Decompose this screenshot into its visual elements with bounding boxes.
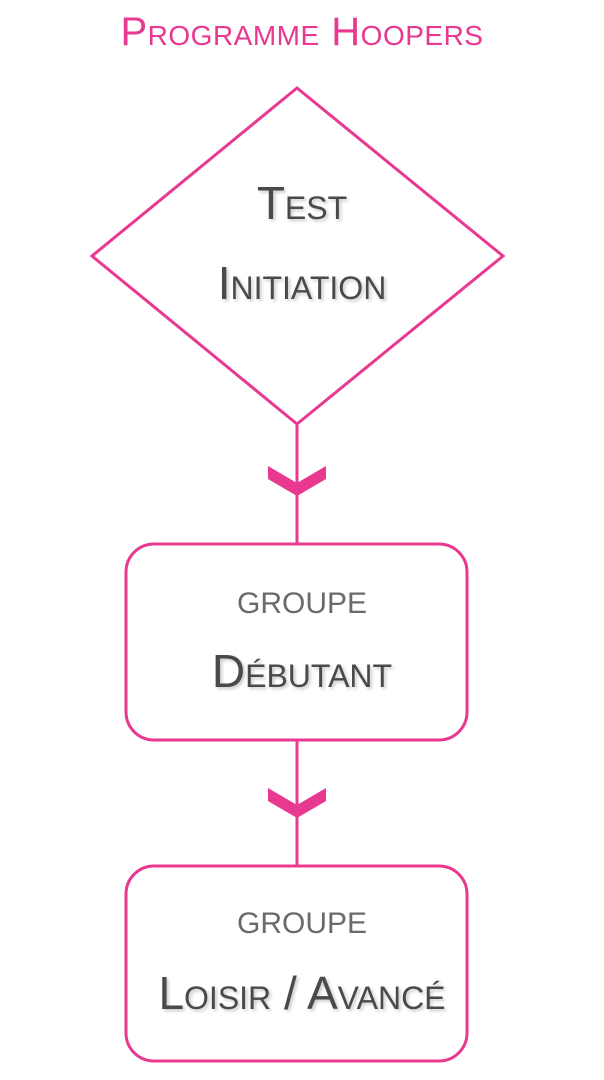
group-label-loisir-avance: Loisir / Avancé	[158, 967, 446, 1019]
page-title: Programme Hoopers	[120, 10, 484, 54]
chevron-down-icon	[268, 466, 326, 496]
diamond-line-1: Test	[256, 177, 348, 229]
group-box-debutant	[124, 542, 469, 742]
group-label-debutant: Débutant	[211, 645, 393, 697]
group-box-loisir-avance	[124, 864, 469, 1063]
group-kicker: GROUPE	[236, 587, 368, 620]
group-kicker: GROUPE	[236, 907, 368, 940]
chevron-down-icon	[268, 788, 326, 818]
diamond-line-2: Initiation	[217, 257, 387, 309]
